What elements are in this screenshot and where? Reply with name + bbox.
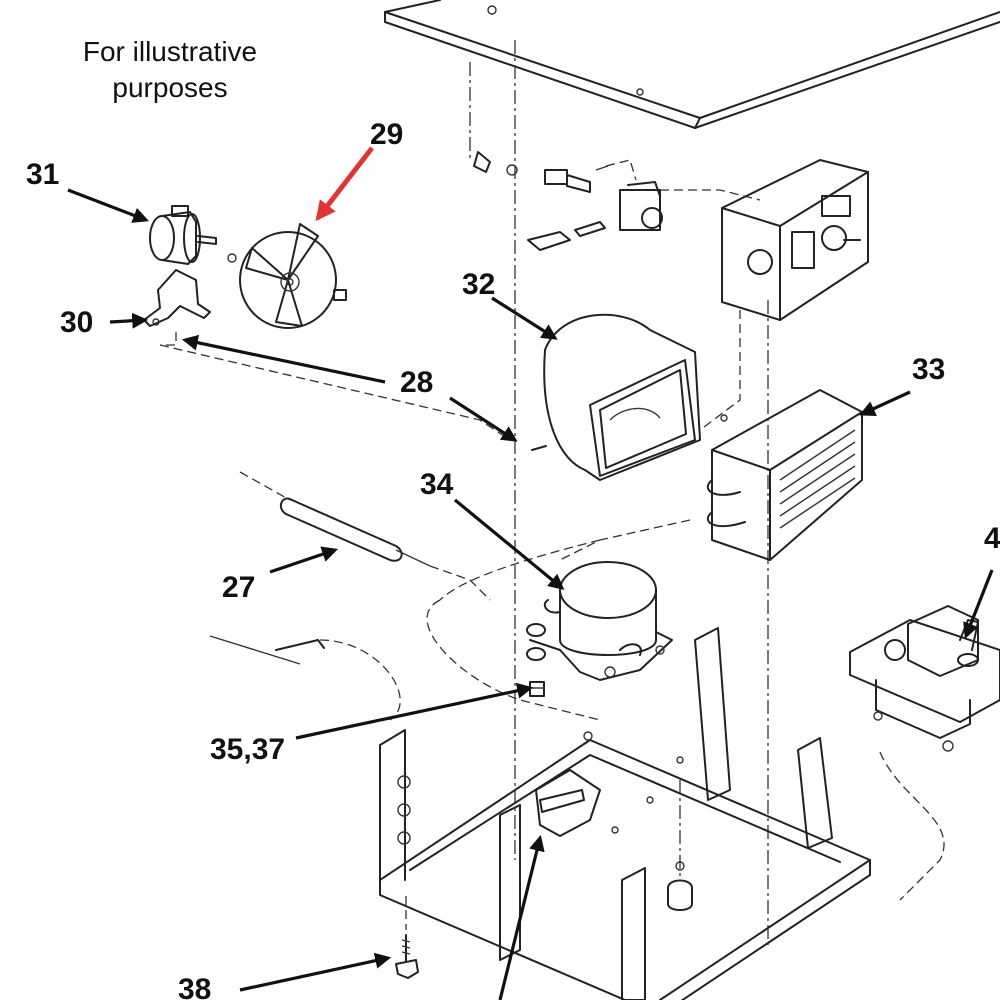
condenser-coil xyxy=(559,389,863,561)
water-valve-assembly xyxy=(473,151,761,251)
leader-33 xyxy=(859,390,911,416)
callout-30: 30 xyxy=(60,306,94,339)
base-frame xyxy=(379,627,871,1000)
callout-27: 27 xyxy=(222,571,256,604)
callout-32: 32 xyxy=(462,268,496,301)
assembly-centerlines xyxy=(469,40,769,945)
illustrative-note-line-1: For illustrative xyxy=(82,36,258,67)
capillary-tube xyxy=(209,635,401,721)
leader-38 xyxy=(239,952,392,992)
connection-line-motor xyxy=(159,344,511,441)
leader-28a xyxy=(181,334,386,384)
leader-28b xyxy=(449,396,518,442)
leader-31 xyxy=(67,188,149,223)
blower-housing xyxy=(531,313,701,481)
illustrative-note-line-2: purposes xyxy=(112,72,228,103)
callout-29: 29 xyxy=(370,118,404,151)
motor-bracket xyxy=(143,269,211,346)
refrigerant-tubing xyxy=(426,539,945,901)
control-box xyxy=(699,159,869,431)
callout-31: 31 xyxy=(26,158,60,191)
callout-4-partial: 4 xyxy=(984,522,1000,555)
leader-35-37 xyxy=(295,682,534,740)
top-cover-panel xyxy=(384,0,1000,129)
leader-4 xyxy=(963,569,994,639)
compressor-mounting-hardware xyxy=(526,623,546,697)
leader-27 xyxy=(269,546,339,574)
leader-base-bracket xyxy=(498,834,545,1000)
leader-lines xyxy=(67,146,994,1000)
callout-35-37: 35,37 xyxy=(210,733,286,766)
callout-33: 33 xyxy=(912,353,946,386)
callout-34: 34 xyxy=(420,468,454,501)
leader-34 xyxy=(453,498,565,591)
illustrative-note: For illustrative purposes xyxy=(40,34,300,106)
leader-29-highlight xyxy=(315,146,374,222)
fan-motor xyxy=(149,205,237,265)
callout-38: 38 xyxy=(178,973,212,1006)
side-pump-assembly xyxy=(849,605,1000,752)
filter-dryer xyxy=(239,471,491,601)
callout-28: 28 xyxy=(400,366,434,399)
leader-30 xyxy=(109,312,149,329)
fan-blade xyxy=(239,223,347,329)
leader-32 xyxy=(491,296,558,340)
leveling-leg xyxy=(395,896,419,979)
